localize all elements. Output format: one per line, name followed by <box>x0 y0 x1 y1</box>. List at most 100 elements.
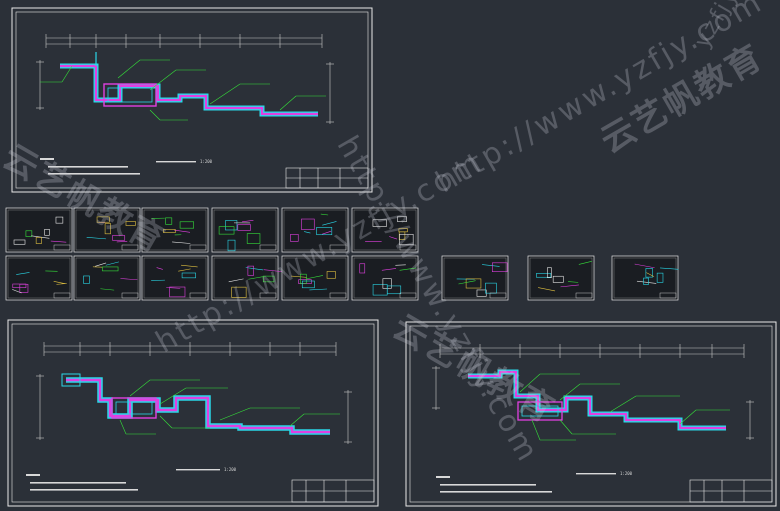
thumbnail-sheet[interactable] <box>281 255 349 301</box>
thumbnail-detail <box>397 216 407 222</box>
thumbnail-sheet[interactable] <box>141 255 209 301</box>
thumbnail-detail <box>578 260 592 265</box>
thumbnail-detail <box>55 216 64 224</box>
thumbnail-detail <box>646 272 655 277</box>
thumbnail-detail <box>112 235 126 241</box>
thumbnail-title-block <box>189 244 207 251</box>
thumbnail-detail <box>116 241 128 243</box>
thumbnail-detail <box>306 275 324 280</box>
thumbnail-detail <box>179 221 194 229</box>
thumbnail-detail <box>656 272 664 283</box>
top-scale-caption <box>156 161 196 163</box>
bl-pipe-route <box>61 373 330 435</box>
thumbnail-detail <box>245 267 264 271</box>
thumbnail-detail <box>228 278 244 283</box>
thumbnail-detail <box>163 229 176 233</box>
thumbnail-detail <box>262 275 275 283</box>
thumbnail-detail <box>552 275 564 283</box>
thumbnail-detail <box>100 288 115 291</box>
thumbnail-detail <box>547 267 552 278</box>
thumbnail-detail <box>560 284 579 288</box>
thumbnail-detail <box>174 229 191 233</box>
thumbnail-detail <box>102 266 119 272</box>
top-scale-label: 1:200 <box>200 159 213 164</box>
br-notes <box>436 476 552 493</box>
thumbnail-sheet[interactable] <box>611 255 679 301</box>
thumbnail-detail <box>12 283 27 288</box>
thumbnail-detail <box>263 269 284 273</box>
thumbnail-sheet[interactable] <box>281 207 349 253</box>
thumbnail-detail <box>322 221 337 226</box>
thumbnail-detail <box>389 236 398 240</box>
thumbnail-detail <box>86 237 107 240</box>
thumbnail-detail <box>458 280 476 285</box>
thumbnail-detail <box>387 285 402 295</box>
thumbnail-detail <box>19 283 29 293</box>
thumbnail-title-block <box>489 292 507 299</box>
thumbnail-detail <box>399 267 417 271</box>
thumbnail-detail <box>301 280 315 289</box>
thumbnail-detail <box>25 230 33 237</box>
thumbnail-sheet[interactable] <box>5 207 73 253</box>
thumbnail-title-block <box>329 292 347 299</box>
thumbnail-title-block <box>399 244 417 251</box>
thumbnail-detail <box>538 287 556 292</box>
thumbnail-detail <box>316 227 333 236</box>
thumbnail-title-block <box>259 244 277 251</box>
thumbnail-detail <box>16 272 30 275</box>
thumbnail-title-block <box>399 292 417 299</box>
thumbnail-sheet[interactable] <box>527 255 595 301</box>
thumbnail-title-block <box>53 244 71 251</box>
thumbnail-detail <box>248 276 264 280</box>
thumbnail-title-block <box>121 292 139 299</box>
thumbnail-detail <box>242 220 254 223</box>
thumbnail-detail <box>326 271 336 279</box>
thumbnail-detail <box>120 278 138 281</box>
thumbnail-detail <box>172 241 191 244</box>
sheet-bottom-left[interactable]: 1:200 <box>7 319 379 507</box>
thumbnail-sheet[interactable] <box>5 255 73 301</box>
thumbnail-sheet[interactable] <box>441 255 509 301</box>
top-dimension-chain <box>36 34 334 124</box>
bl-leader-labels <box>119 379 340 435</box>
thumbnail-detail <box>290 234 299 242</box>
sheet-top-large[interactable]: 1:200 <box>11 7 373 193</box>
thumbnail-detail <box>225 220 238 231</box>
thumbnail-sheet[interactable] <box>351 207 419 253</box>
thumbnail-detail <box>291 275 307 278</box>
thumbnail-detail <box>13 239 26 245</box>
thumbnail-sheet[interactable] <box>141 207 209 253</box>
thumbnail-detail <box>181 264 198 268</box>
thumbnail-detail <box>104 223 111 235</box>
thumbnail-detail <box>246 233 261 244</box>
br-pipe-route <box>468 369 726 431</box>
thumbnail-sheet[interactable] <box>73 207 141 253</box>
thumbnail-detail <box>634 263 655 269</box>
thumbnail-detail <box>636 280 657 284</box>
thumbnail-sheet[interactable] <box>211 255 284 301</box>
thumbnail-sheet[interactable] <box>211 207 279 253</box>
br-leader-labels <box>519 373 730 441</box>
thumbnail-detail <box>95 262 107 267</box>
thumbnail-detail <box>31 235 50 239</box>
thumbnail-detail <box>359 263 366 274</box>
thumbnail-detail <box>309 288 328 291</box>
thumbnail-sheet[interactable] <box>351 255 419 301</box>
thumbnail-title-block <box>121 244 139 251</box>
thumbnail-detail <box>643 277 649 285</box>
thumbnail-detail <box>96 216 110 223</box>
thumbnail-sheet[interactable] <box>73 255 141 301</box>
thumbnail-detail <box>169 286 186 298</box>
top-notes <box>40 158 140 175</box>
sheet-bottom-right[interactable]: 1:200 <box>405 321 777 507</box>
thumbnail-detail <box>320 213 329 216</box>
br-scale-label: 1:200 <box>620 471 633 476</box>
thumbnail-detail <box>381 268 397 271</box>
br-dimension-chain <box>432 344 754 440</box>
thumbnail-detail <box>660 267 679 270</box>
thumbnail-detail <box>322 230 332 235</box>
thumbnail-detail <box>35 237 42 244</box>
thumbnail-detail <box>181 272 196 279</box>
thumbnail-title-block <box>575 292 593 299</box>
